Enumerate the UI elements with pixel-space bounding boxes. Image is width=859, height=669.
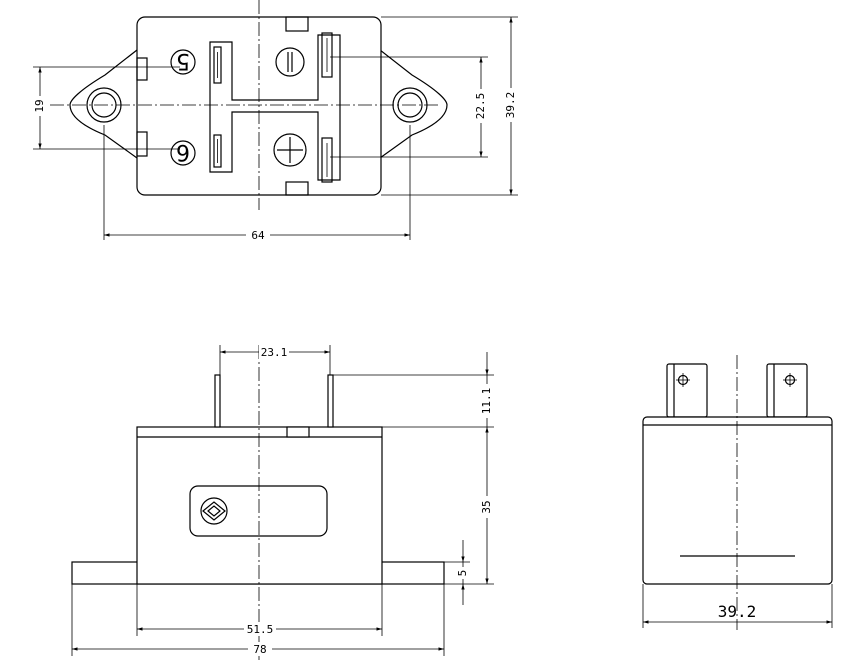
notch-left-bottom bbox=[136, 131, 148, 157]
screw-plus-icon bbox=[273, 133, 307, 167]
terminal-slot-upper-right bbox=[321, 32, 333, 78]
dim-39-2-top: 39.2 bbox=[504, 92, 517, 119]
terminal-slot-6 bbox=[213, 134, 222, 168]
terminal-slot-5 bbox=[213, 46, 222, 84]
terminal-6-label: 6 bbox=[176, 139, 190, 164]
dim-78: 78 bbox=[253, 643, 266, 656]
dim-51-5: 51.5 bbox=[247, 623, 274, 636]
top-view-flange bbox=[69, 49, 448, 159]
side-right-terminal bbox=[766, 363, 808, 418]
top-view: 5 6 19 22.5 39.2 64 bbox=[33, 0, 518, 242]
front-view: 23.1 11.1 35 5 51.5 78 bbox=[71, 345, 494, 660]
terminal-6-circle bbox=[170, 140, 196, 166]
screw-minus-icon bbox=[275, 47, 305, 77]
dim-11-1: 11.1 bbox=[480, 388, 493, 415]
dim-23-1: 23.1 bbox=[261, 346, 288, 359]
side-view-body bbox=[642, 416, 833, 585]
top-view-inner-frame bbox=[209, 34, 341, 181]
front-view-notch bbox=[286, 426, 310, 438]
dim-19: 19 bbox=[33, 99, 46, 112]
dim-5: 5 bbox=[456, 570, 469, 577]
notch-bottom bbox=[285, 181, 309, 196]
terminal-5-circle bbox=[170, 49, 196, 75]
terminal-slot-lower-right bbox=[321, 137, 333, 183]
brand-logo-icon bbox=[200, 497, 228, 525]
front-view-body bbox=[136, 426, 383, 585]
notch-left-top bbox=[136, 57, 148, 81]
dim-22-5: 22.5 bbox=[474, 93, 487, 120]
notch-top bbox=[285, 16, 309, 32]
front-right-terminal bbox=[327, 374, 334, 428]
dim-35: 35 bbox=[480, 500, 493, 513]
front-label-plate bbox=[189, 485, 328, 537]
terminal-5-label: 5 bbox=[176, 48, 190, 73]
side-view: 39.2 bbox=[642, 355, 833, 630]
dim-64: 64 bbox=[251, 229, 265, 242]
front-left-terminal bbox=[214, 374, 221, 428]
dim-39-2-side: 39.2 bbox=[718, 602, 757, 621]
side-left-terminal bbox=[666, 363, 708, 418]
